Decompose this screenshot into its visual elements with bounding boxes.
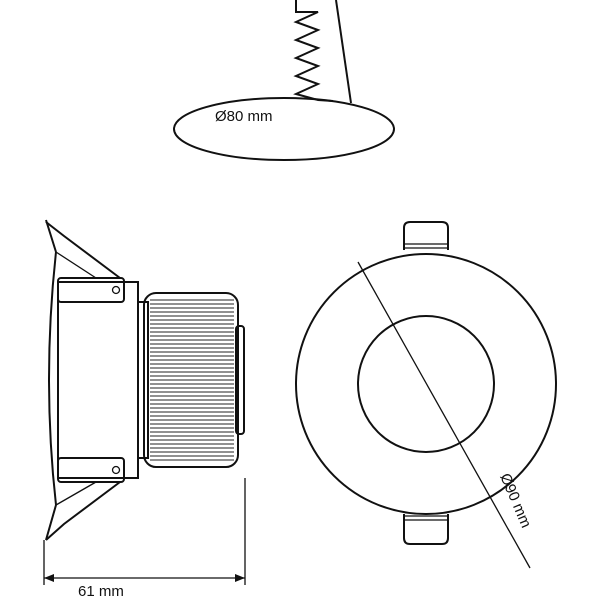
bezel xyxy=(48,251,57,506)
housing-body xyxy=(57,281,139,479)
ceiling-wall-zigzag xyxy=(293,0,334,102)
front-clip-bottom xyxy=(403,514,449,545)
diameter-line xyxy=(357,261,531,569)
heatsink xyxy=(143,292,239,468)
outer-ring xyxy=(295,253,557,515)
front-view: Ø90 mm xyxy=(295,221,557,569)
spring-clip-top-inner xyxy=(55,251,97,279)
heatsink-right-rim xyxy=(235,325,245,435)
ceiling-wall-slope xyxy=(335,0,352,104)
bracket-top xyxy=(57,277,125,303)
depth-label: 61 mm xyxy=(78,583,124,600)
cutout-diameter-label: Ø80 mm xyxy=(215,108,273,125)
spring-clip-bottom xyxy=(45,481,121,541)
inner-lens xyxy=(357,315,495,453)
dim-arrow-left xyxy=(44,574,54,582)
bracket-bottom xyxy=(57,457,125,483)
spring-clip-top xyxy=(45,221,121,279)
dim-arrow-right xyxy=(235,574,245,582)
bezel-bottom-tip xyxy=(45,504,57,541)
heatsink-collar xyxy=(137,301,149,459)
outer-diameter-label: Ø90 mm xyxy=(496,471,534,531)
heatsink-fins xyxy=(150,299,234,461)
front-clip-top xyxy=(403,221,449,250)
cutout-ellipse xyxy=(173,97,395,161)
bezel-top-tip xyxy=(45,219,57,253)
bracket-bottom-screw xyxy=(111,465,121,475)
side-view: 61 mm xyxy=(43,219,246,600)
bracket-top-screw xyxy=(111,285,121,295)
spring-clip-bottom-inner xyxy=(55,481,97,506)
ceiling-cutout-view: Ø80 mm xyxy=(173,0,395,161)
